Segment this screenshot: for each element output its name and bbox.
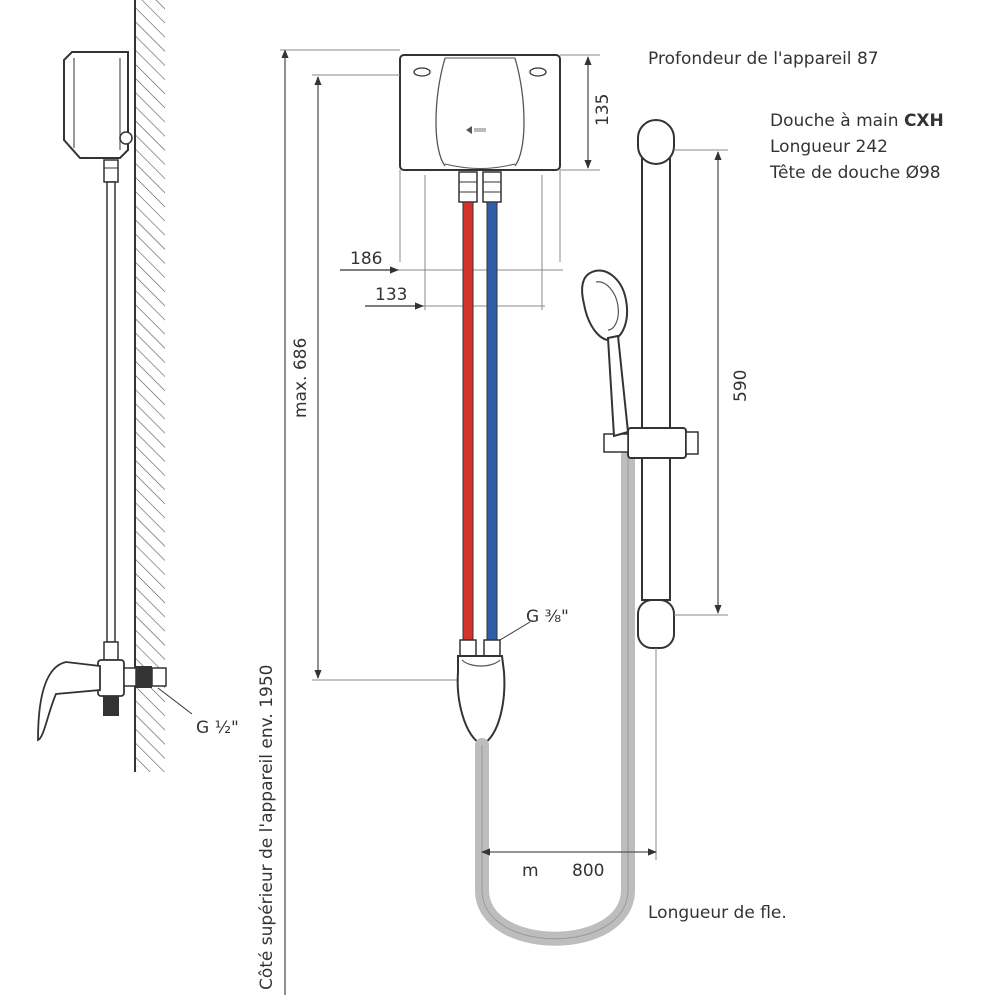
side-mixer-body: [97, 659, 125, 697]
hand-shower-head: [581, 269, 628, 342]
thread-three-eighths-label: G ⅜": [526, 607, 569, 627]
hose-length-label: Longueur de fle.: [648, 903, 787, 923]
side-view: G ½": [37, 0, 239, 772]
dim-135-label: 135: [593, 94, 613, 126]
dim-133-label: 133: [375, 285, 407, 305]
side-mixer-lever: [37, 661, 101, 742]
side-pipe-fitting-top: [103, 159, 119, 183]
wall-hatching: [135, 0, 165, 772]
depth-label: Profondeur de l'appareil 87: [648, 49, 879, 69]
bar-slider: [627, 427, 687, 459]
top-side-label: Côté supérieur de l'appareil env. 1950: [257, 665, 277, 990]
brand-logo-icon: [466, 126, 486, 134]
heater-body: [399, 54, 561, 171]
mixer-body: [456, 655, 506, 747]
shower-label-prefix: Douche à main: [770, 111, 904, 131]
leader-g-three-eighths: [499, 621, 531, 641]
supply-pipes: G ⅜": [458, 171, 569, 657]
side-pipe: [106, 181, 116, 643]
hot-pipe: [462, 201, 474, 641]
length-label: Longueur 242: [770, 137, 888, 157]
hand-shower-handle: [606, 334, 630, 438]
shower-model: CXH: [904, 111, 944, 131]
shower-label: Douche à main CXH: [770, 111, 944, 131]
dim-unit-m: m: [522, 861, 539, 881]
bar-bottom-cap: [637, 599, 675, 649]
dim-686-label: max. 686: [291, 338, 311, 418]
head-label: Tête de douche Ø98: [769, 163, 941, 183]
cold-pipe: [486, 201, 498, 641]
hot-pipe-fitting: [458, 171, 478, 203]
shower-bar: 590: [603, 119, 751, 860]
hand-shower: [581, 269, 630, 438]
mixer-front: [456, 655, 506, 747]
dim-590-label: 590: [731, 370, 751, 402]
leader-g-half: [157, 687, 193, 715]
cold-pipe-fitting: [482, 171, 502, 203]
dim-186-label: 186: [350, 249, 382, 269]
side-knob: [119, 131, 133, 145]
dim-800-label: 800: [572, 861, 604, 881]
side-pipe-fitting-bottom: [103, 641, 119, 661]
bar-tube: [641, 149, 671, 601]
bar-top-cap: [637, 119, 675, 165]
heater-front: 135 186 133 max. 686: [291, 54, 613, 681]
thread-half-label: G ½": [196, 718, 239, 738]
side-heater-body: [63, 51, 129, 159]
